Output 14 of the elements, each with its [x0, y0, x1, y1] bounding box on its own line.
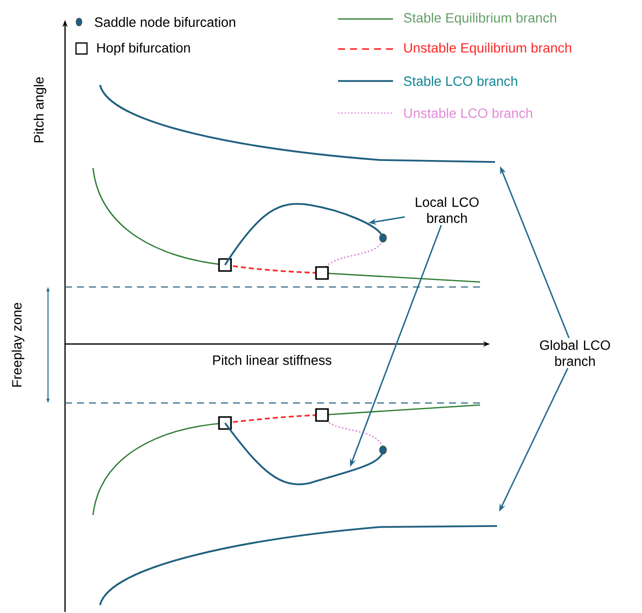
lco-curve [224, 203, 384, 266]
lco-curve [224, 422, 384, 486]
legend-label: Stable Equilibrium branch [404, 12, 556, 26]
legend-label: Unstable LCO branch [404, 108, 532, 118]
legend-label: Saddle node bifurcation [94, 17, 236, 27]
axis-label: Pitch angle [34, 77, 46, 142]
zone-label: Freeplay zone [12, 302, 24, 387]
legend-label: Hopf bifurcation [97, 42, 190, 56]
lco-curve [99, 525, 498, 606]
callout-text: Global LCO branch [540, 340, 610, 366]
axis-label: Pitch linear stiffness [213, 355, 332, 365]
callout-text: Local LCO branch [416, 197, 479, 223]
legend-label: Stable LCO branch [404, 76, 518, 86]
legend-label: Unstable Equilibrium branch [404, 42, 572, 56]
